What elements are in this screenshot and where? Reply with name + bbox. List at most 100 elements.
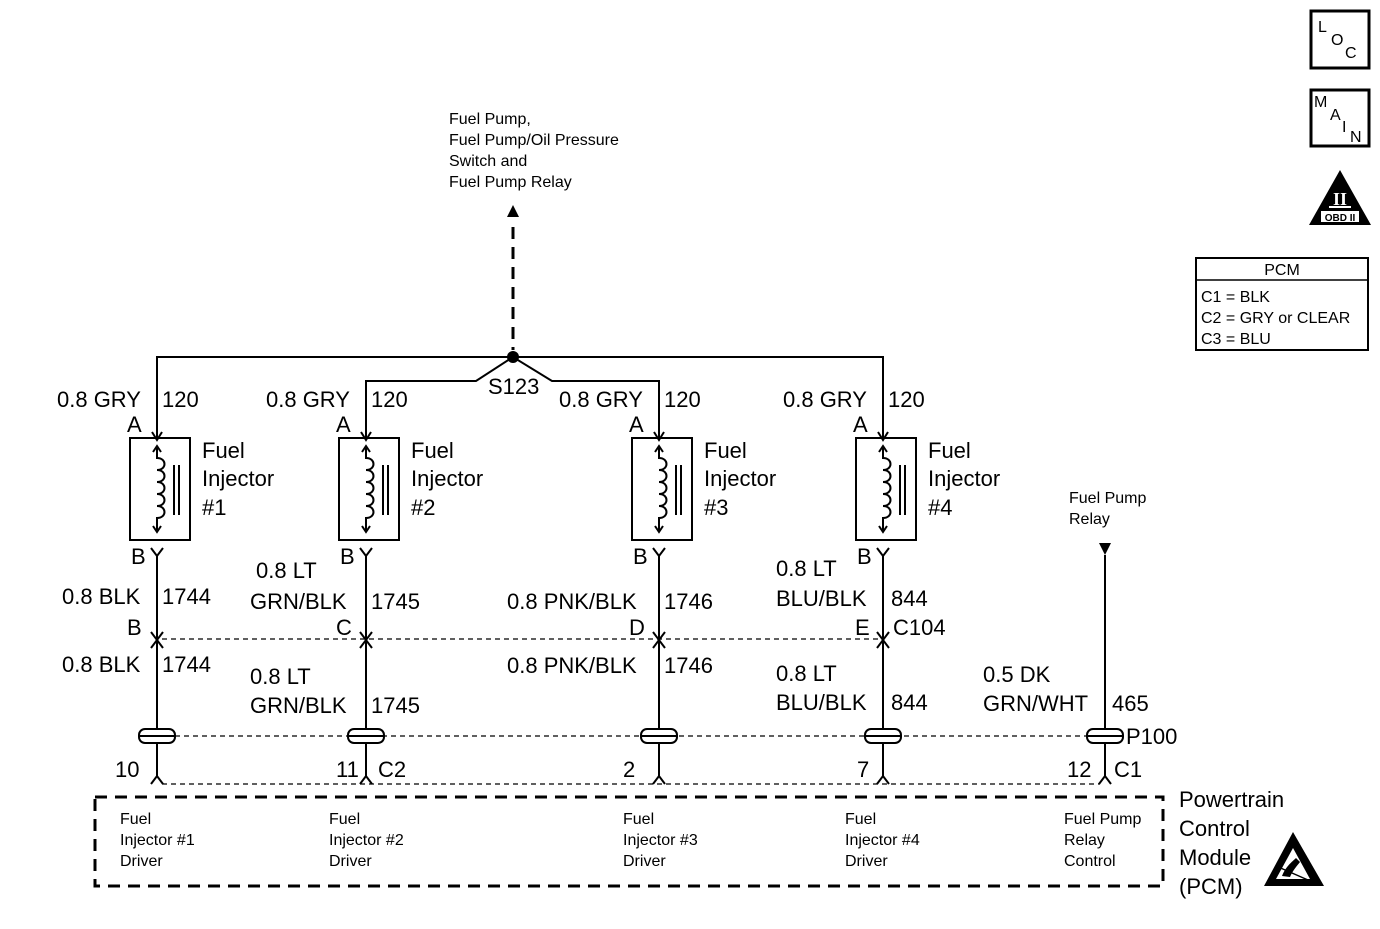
driver-1-line-1: Fuel: [120, 811, 151, 828]
svg-text:I: I: [1342, 119, 1346, 136]
pcm-pin: 7: [857, 757, 869, 782]
main-icon[interactable]: M A I N: [1309, 88, 1371, 148]
relay-label-1: Fuel Pump: [1069, 490, 1146, 507]
top-wire-circuit: 120: [371, 387, 408, 412]
mid-wire-color-1: 0.8 LT: [776, 556, 837, 581]
mid-wire-circuit: 844: [891, 586, 928, 611]
injector-name-1: Fuel: [928, 438, 971, 463]
top-wire-color: 0.8 GRY: [783, 387, 867, 412]
pcm-pin-icon: [876, 743, 890, 785]
driver-labels: Fuel Injector #1 Driver Fuel Injector #2…: [120, 811, 1141, 870]
svg-text:M: M: [1314, 94, 1327, 111]
driver-3-line-2: Injector #3: [623, 832, 698, 849]
pcm-connector: C2: [378, 757, 406, 782]
pcm-label-3: Module: [1179, 845, 1251, 870]
low-wire-color: 0.8 PNK/BLK: [507, 653, 637, 678]
svg-text:II: II: [1333, 189, 1347, 209]
relay-label-2: Relay: [1069, 511, 1110, 528]
low-wire-color-1: 0.8 LT: [776, 661, 837, 686]
c104-pin: E: [855, 615, 870, 640]
c104-lower-wire: [150, 638, 164, 736]
c104-lower-wire: [359, 638, 373, 736]
obd-ii-icon[interactable]: II OBD II: [1309, 170, 1371, 225]
pcm-pin-icon: [150, 743, 164, 785]
pin-b-label: B: [340, 544, 355, 569]
coil-arrows-icon: [654, 444, 664, 534]
low-wire-circuit: 1745: [371, 693, 420, 718]
relay-wire-circuit: 465: [1112, 691, 1149, 716]
coil-arrows-icon: [361, 444, 371, 534]
injector-box: [338, 437, 400, 541]
driver-2-line-3: Driver: [329, 853, 372, 870]
pin-a-label: A: [853, 412, 868, 437]
injector-box: [129, 437, 191, 541]
injector-2: 0.8 GRY 120 A Fuel Injector #2 B 0.8 LT …: [250, 387, 483, 785]
pin-b-label: B: [131, 544, 146, 569]
low-wire-color: 0.8 BLK: [62, 652, 141, 677]
relay-driver-line-3: Control: [1064, 853, 1116, 870]
coil-icon: [882, 448, 892, 530]
c104-pin: B: [127, 615, 142, 640]
relay-pcm-connector: C1: [1114, 757, 1142, 782]
injector-box: [631, 437, 693, 541]
loc-icon[interactable]: L O C: [1309, 9, 1371, 70]
injector-name-2: Injector: [704, 466, 776, 491]
mid-wire-color: 0.8 BLK: [62, 584, 141, 609]
top-note: Fuel Pump, Fuel Pump/Oil Pressure Switch…: [449, 111, 619, 191]
pcm-pin: 2: [623, 757, 635, 782]
injector-name-2: Injector: [411, 466, 483, 491]
low-wire-circuit: 844: [891, 690, 928, 715]
coil-arrows-icon: [152, 444, 162, 534]
pin-b-icon: [876, 547, 890, 642]
svg-text:A: A: [1330, 107, 1341, 124]
injector-box: [855, 437, 917, 541]
injector-4: 0.8 GRY 120 A Fuel Injector #4 B 0.8 LT …: [776, 387, 1000, 785]
coil-icon: [658, 448, 668, 530]
top-note-line-4: Fuel Pump Relay: [449, 174, 572, 191]
top-wire-circuit: 120: [888, 387, 925, 412]
c104-pin: D: [629, 615, 645, 640]
pin-b-label: B: [633, 544, 648, 569]
low-wire-color-1: 0.8 LT: [250, 664, 311, 689]
top-note-line-2: Fuel Pump/Oil Pressure: [449, 132, 619, 149]
injector-name-1: Fuel: [411, 438, 454, 463]
driver-4-line-3: Driver: [845, 853, 888, 870]
low-wire-circuit: 1746: [664, 653, 713, 678]
svg-text:OBD II: OBD II: [1325, 213, 1356, 224]
pin-a-label: A: [336, 412, 351, 437]
mid-wire-circuit: 1746: [664, 589, 713, 614]
injector-1: 0.8 GRY 120 A Fuel Injector #1 B 0.8 BLK…: [57, 387, 274, 785]
pcm-pin-icon: [1098, 743, 1112, 785]
driver-1-line-3: Driver: [120, 853, 163, 870]
mid-wire-color-2: BLU/BLK: [776, 586, 867, 611]
pin-a-label: A: [629, 412, 644, 437]
top-wire-color: 0.8 GRY: [266, 387, 350, 412]
down-arrow-icon: [1099, 543, 1111, 555]
mid-wire-circuit: 1744: [162, 584, 211, 609]
pcm-pin-icon: [359, 743, 373, 785]
c104-lower-wire: [652, 638, 666, 736]
injector-name-3: #2: [411, 495, 435, 520]
pcm-pin-icon: [652, 743, 666, 785]
pcm-pin: 10: [115, 757, 139, 782]
pcm-legend-row-3: C3 = BLU: [1201, 331, 1271, 348]
coil-icon: [156, 448, 166, 530]
svg-text:O: O: [1331, 32, 1343, 49]
fuel-pump-relay-wire: Fuel Pump Relay 0.5 DK GRN/WHT 465 12 C1: [983, 490, 1149, 785]
svg-text:N: N: [1350, 129, 1362, 146]
driver-1-line-2: Injector #1: [120, 832, 195, 849]
injector-name-1: Fuel: [704, 438, 747, 463]
injector-name-3: #3: [704, 495, 728, 520]
mid-wire-color-1: 0.8 LT: [256, 558, 317, 583]
coil-arrows-icon: [878, 444, 888, 534]
injector-name-2: Injector: [928, 466, 1000, 491]
pcm-legend-title: PCM: [1264, 262, 1300, 279]
relay-wire-color-2: GRN/WHT: [983, 691, 1088, 716]
pin-b-label: B: [857, 544, 872, 569]
pcm-pin: 11: [336, 757, 359, 782]
top-wire-color: 0.8 GRY: [57, 387, 141, 412]
driver-3-line-3: Driver: [623, 853, 666, 870]
injector-name-3: #4: [928, 495, 952, 520]
pcm-legend-row-2: C2 = GRY or CLEAR: [1201, 310, 1350, 327]
